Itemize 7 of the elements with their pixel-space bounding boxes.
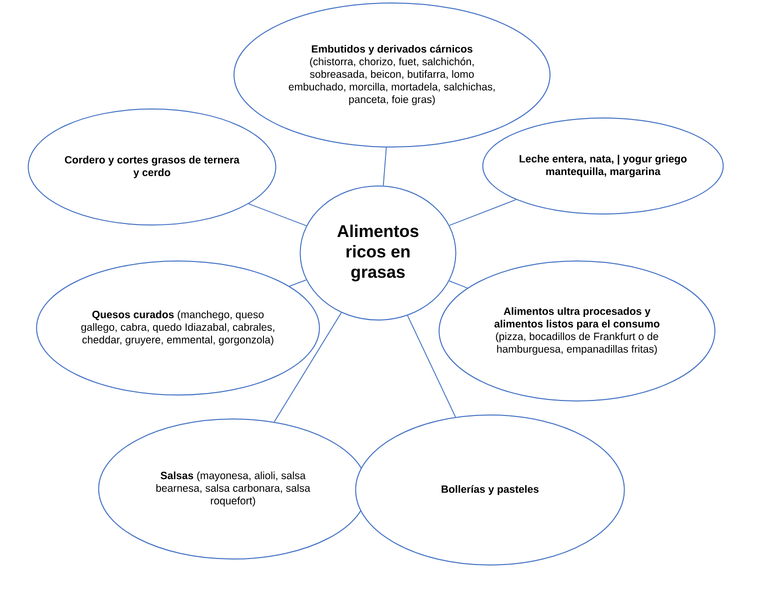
connector-line xyxy=(448,280,468,288)
connector-line xyxy=(274,312,342,422)
connector-line xyxy=(382,147,387,186)
connector-line xyxy=(448,199,516,226)
connector-line xyxy=(407,315,456,418)
connector-line xyxy=(248,203,307,226)
connector-line xyxy=(289,279,307,287)
